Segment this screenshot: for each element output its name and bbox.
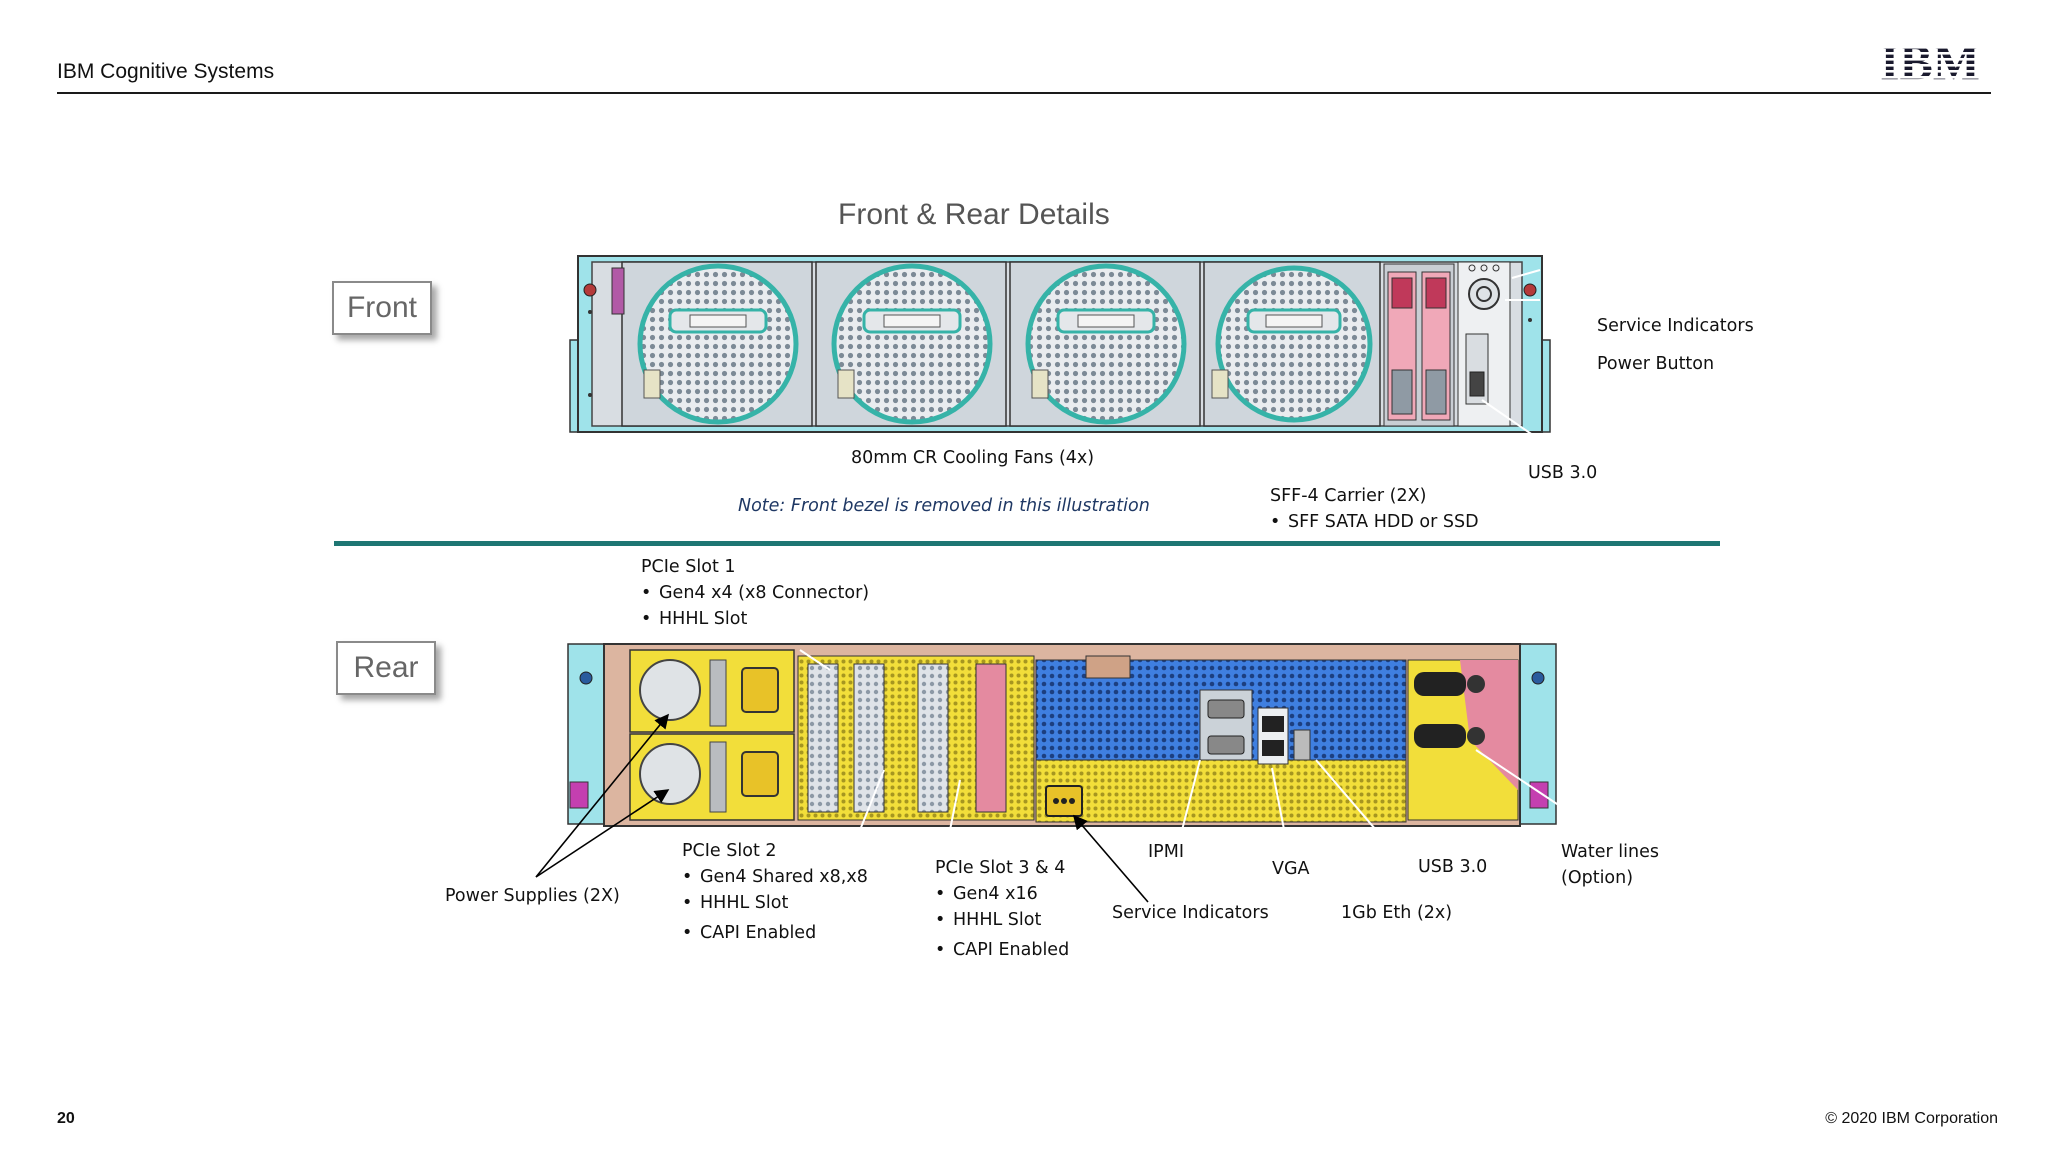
rear-service-indicators-label: Service Indicators [1112, 903, 1269, 923]
pcie-slot-1-label: PCIe Slot 1 Gen4 x4 (x8 Connector) HHHL … [641, 554, 869, 632]
pcie-slot-2-bullet: CAPI Enabled [682, 920, 868, 946]
vga-label: VGA [1272, 859, 1310, 879]
sff-drive-bays [1383, 263, 1455, 427]
cooling-fan-2 [815, 261, 1007, 427]
pcie-slot-3-4-title: PCIe Slot 3 & 4 [935, 858, 1066, 878]
water-lines-area [1407, 659, 1519, 821]
water-lines-title: Water lines [1561, 842, 1659, 862]
bezel-note: Note: Front bezel is removed in this ill… [738, 496, 1150, 516]
pcie-slot-1-bullet: HHHL Slot [641, 606, 869, 632]
water-lines-label: Water lines (Option) [1561, 839, 1659, 891]
sff-carrier-title: SFF-4 Carrier (2X) [1270, 486, 1427, 506]
water-lines-option: (Option) [1561, 868, 1634, 888]
cooling-fan-3 [1009, 261, 1201, 427]
pcie-slot-3-4-bullet: CAPI Enabled [935, 937, 1069, 963]
cooling-fan-1 [611, 261, 813, 427]
page-number: 20 [57, 1110, 75, 1127]
pcie-slot-1-title: PCIe Slot 1 [641, 557, 736, 577]
cooling-fans-label: 80mm CR Cooling Fans (4x) [851, 448, 1095, 468]
pcie-slot-2-label: PCIe Slot 2 Gen4 Shared x8,x8 HHHL Slot … [682, 838, 868, 946]
power-supplies-label: Power Supplies (2X) [445, 886, 620, 906]
slide-title: Front & Rear Details [838, 198, 1110, 231]
pcie-slot-2-title: PCIe Slot 2 [682, 841, 777, 861]
svg-text:IBM: IBM [1880, 36, 1980, 84]
power-supply-1 [629, 649, 795, 733]
pcie-slot-1-bullet: Gen4 x4 (x8 Connector) [641, 580, 869, 606]
section-divider [334, 541, 1720, 546]
pcie-slots [797, 655, 1035, 821]
pcie-slot-3-4-label: PCIe Slot 3 & 4 Gen4 x16 HHHL Slot CAPI … [935, 855, 1069, 963]
power-button-label: Power Button [1597, 354, 1715, 374]
ibm-logo: IBM [1862, 34, 1998, 90]
sff-carrier-bullet: SFF SATA HDD or SSD [1270, 509, 1479, 535]
ipmi-label: IPMI [1148, 842, 1184, 862]
pcie-slot-2-bullet: Gen4 Shared x8,x8 [682, 864, 868, 890]
rear-tag: Rear [336, 641, 436, 695]
front-control-panel [1457, 261, 1511, 427]
sff-carrier-label: SFF-4 Carrier (2X) SFF SATA HDD or SSD [1270, 483, 1479, 535]
front-usb-label: USB 3.0 [1528, 463, 1598, 483]
pcie-slot-3-4-bullet: Gen4 x16 [935, 881, 1069, 907]
cooling-fan-4 [1203, 261, 1381, 427]
front-service-indicators-label: Service Indicators [1597, 316, 1754, 336]
power-supply-2 [629, 733, 795, 821]
copyright: © 2020 IBM Corporation [1825, 1110, 1998, 1127]
header-title: IBM Cognitive Systems [57, 60, 275, 83]
pcie-slot-2-bullet: HHHL Slot [682, 890, 868, 916]
pcie-slot-3-4-bullet: HHHL Slot [935, 907, 1069, 933]
ibm-logo-graphic: IBM [1880, 34, 1980, 90]
header-rule [57, 92, 1991, 94]
eth-label: 1Gb Eth (2x) [1341, 903, 1453, 923]
rear-usb-label: USB 3.0 [1418, 857, 1488, 877]
rear-io-panel [1035, 655, 1407, 823]
front-tag: Front [332, 281, 432, 335]
